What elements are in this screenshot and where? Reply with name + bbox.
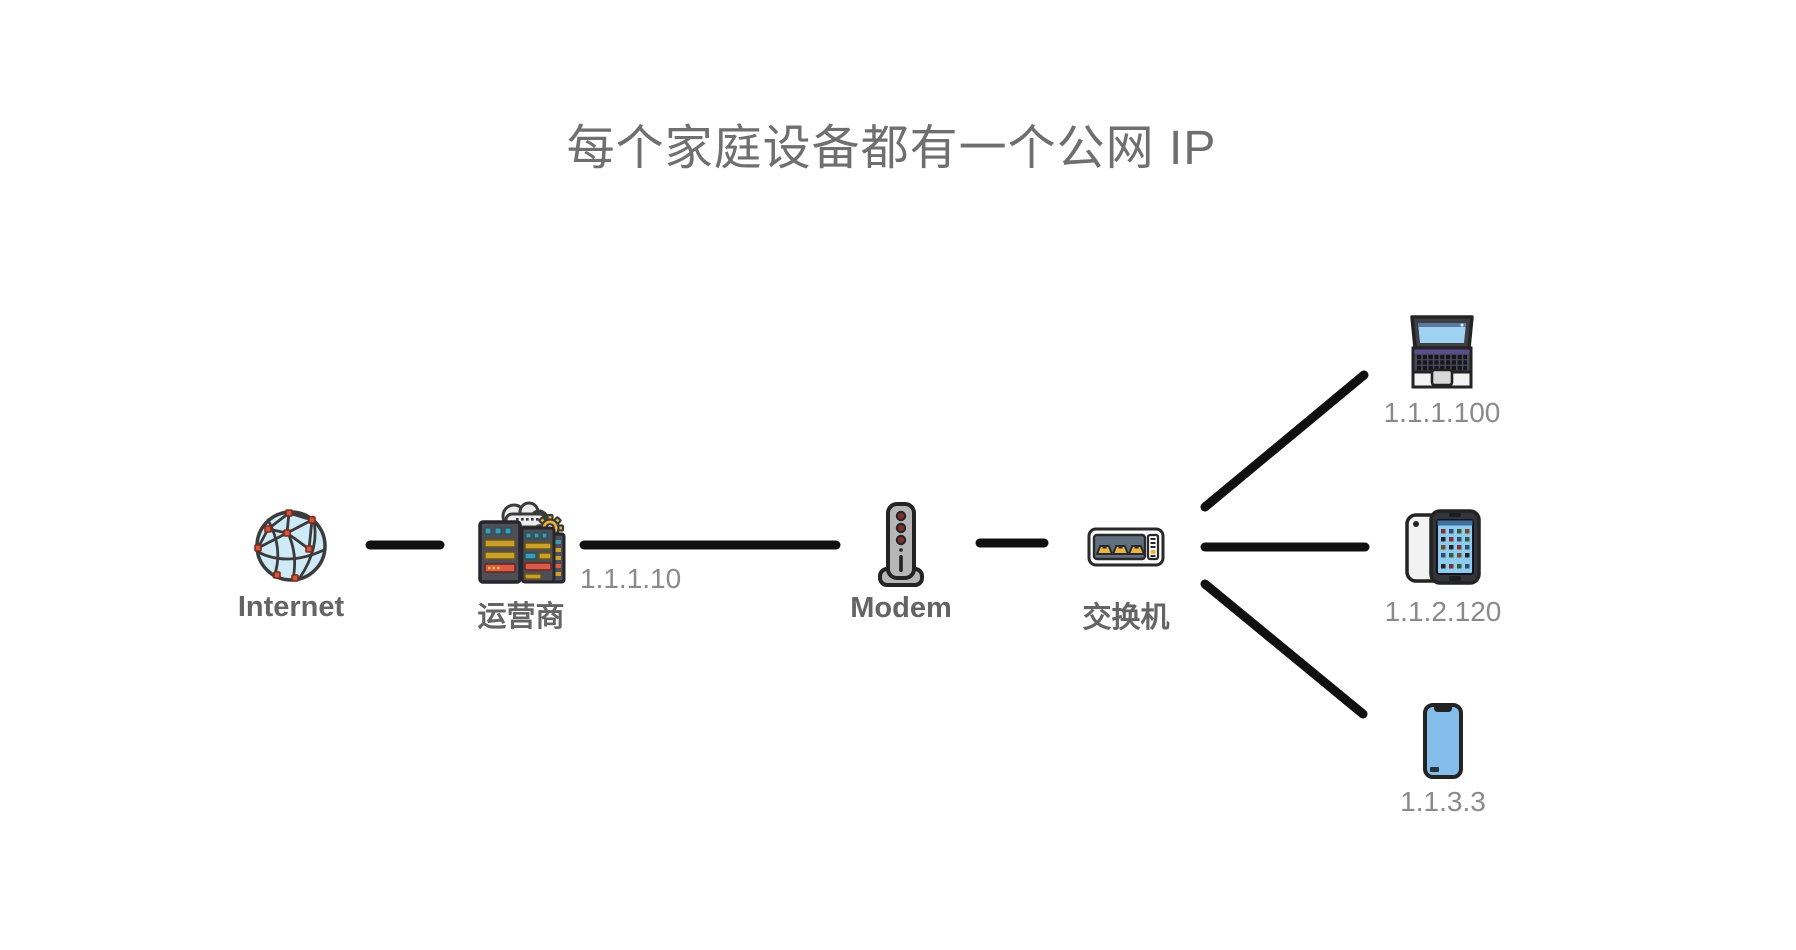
network-switch-icon [1087, 527, 1165, 567]
node-switch: 交换机 [1051, 527, 1201, 636]
laptop-icon [1410, 315, 1474, 389]
server-rack-cloud-icon [478, 501, 566, 584]
diagram-title: 每个家庭设备都有一个公网 IP [566, 122, 1217, 175]
smartphone-icon [1423, 703, 1463, 779]
node-internet: Internet [216, 502, 366, 624]
connector-switch-laptop [1200, 370, 1369, 512]
modem-tower-icon [878, 502, 924, 587]
node-laptop: 1.1.1.100 [1367, 314, 1517, 429]
node-modem: Modem [826, 501, 976, 625]
node-isp: 运营商 [446, 500, 596, 635]
tablet-icon [1405, 509, 1481, 585]
isp-modem-ip-label: 1.1.1.10 [580, 563, 682, 594]
modem-label: Modem [850, 592, 952, 624]
node-phone: 1.1.3.3 [1368, 702, 1518, 818]
isp-label: 运营商 [477, 601, 565, 633]
laptop-ip-label: 1.1.1.100 [1383, 397, 1501, 428]
internet-label: Internet [237, 591, 345, 623]
phone-ip-label: 1.1.3.3 [1400, 786, 1486, 817]
node-tablet: 1.1.2.120 [1368, 506, 1518, 628]
connector-switch-phone [1200, 579, 1368, 719]
tablet-ip-label: 1.1.2.120 [1384, 596, 1502, 627]
globe-network-icon [254, 509, 327, 582]
switch-label: 交换机 [1082, 602, 1170, 634]
